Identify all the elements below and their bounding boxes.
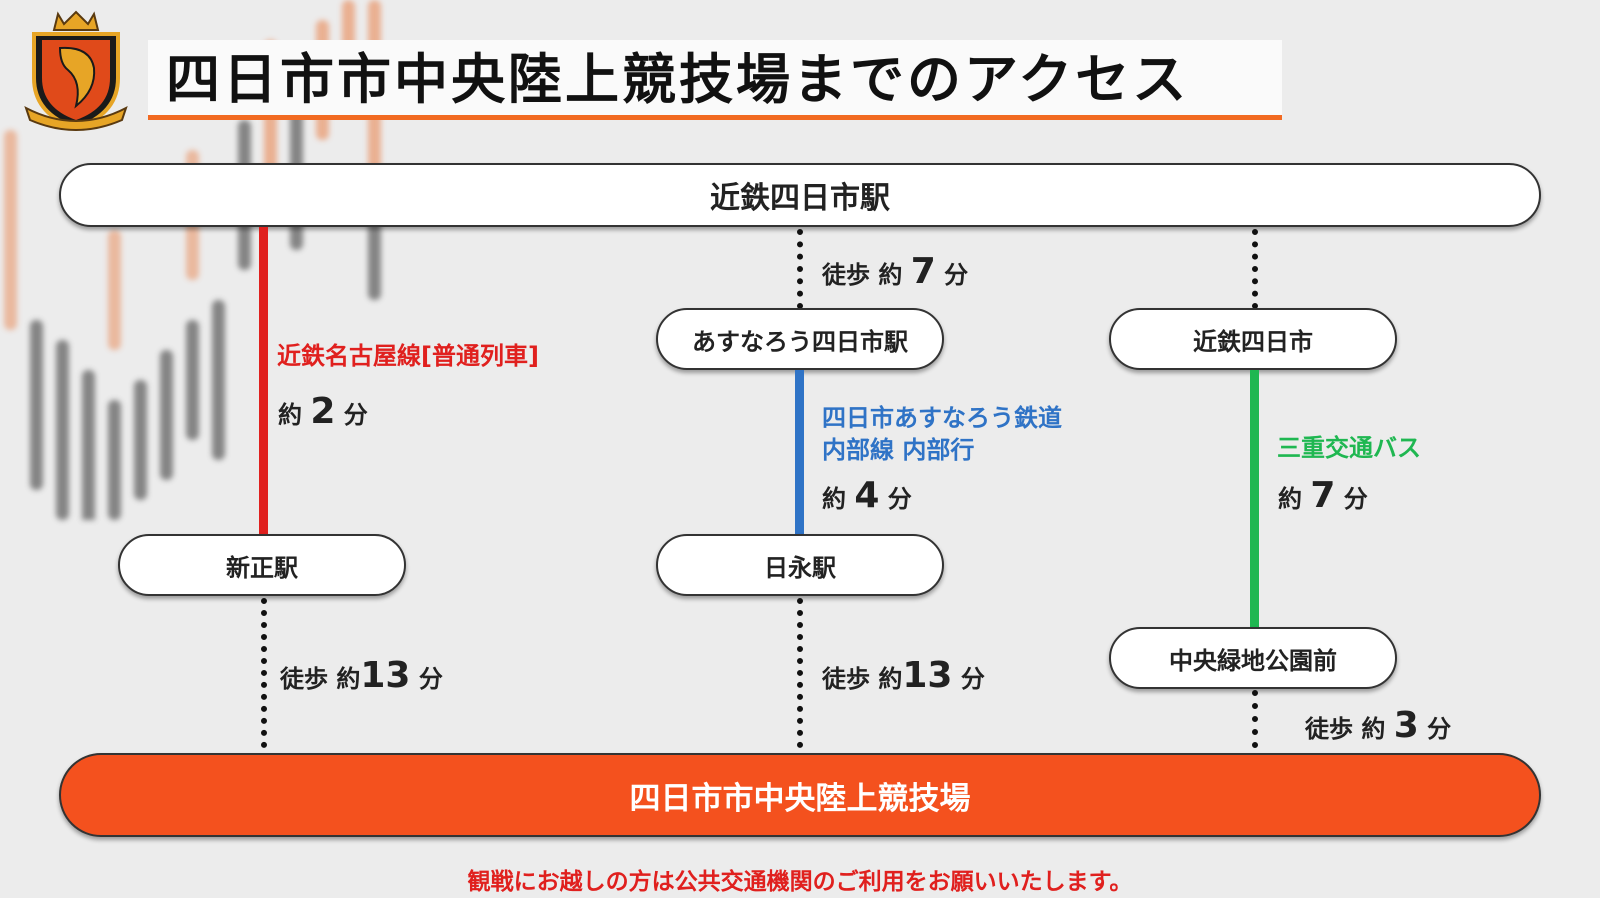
route-line-bus [1250, 370, 1259, 628]
title-banner: 四日市市中央陸上競技場までのアクセス [148, 40, 1282, 120]
walk-time-left: 徒歩 約13 分 [280, 655, 443, 696]
walk-path-right [1252, 690, 1258, 748]
route-line-asunarou [795, 370, 804, 535]
stop-shinsho-station: 新正駅 [118, 534, 406, 596]
ride-time-asunarou: 約 4 分 [822, 475, 912, 516]
destination-stadium: 四日市市中央陸上競技場 [59, 753, 1541, 837]
stop-asunarou-yokkaichi-station: あすなろう四日市駅 [656, 308, 944, 370]
walk-path-right-top [1252, 229, 1258, 309]
walk-time-right: 徒歩 約 3 分 [1305, 705, 1452, 746]
page-title: 四日市市中央陸上競技場までのアクセス [166, 48, 1190, 111]
route-line-kintetsu [259, 227, 268, 535]
route-name-asunarou-1: 四日市あすなろう鉄道 [822, 404, 1062, 432]
notice-text: 観戦にお越しの方は公共交通機関のご利用をお願いいたします。 [467, 869, 1133, 895]
walk-path-middle [797, 598, 803, 748]
stop-hinaga-station: 日永駅 [656, 534, 944, 596]
route-name-bus: 三重交通バス [1277, 434, 1421, 462]
stop-kintetsu-yokkaichi-bus: 近鉄四日市 [1109, 308, 1397, 370]
ride-time-bus: 約 7 分 [1278, 475, 1368, 516]
walk-path-middle-top [797, 229, 803, 309]
ride-time-kintetsu: 約 2 分 [278, 391, 368, 432]
stop-chuo-ryokuchi-koen-mae: 中央緑地公園前 [1109, 627, 1397, 689]
route-name-asunarou-2: 内部線 内部行 [822, 436, 975, 464]
club-emblem-logo [24, 10, 128, 131]
walk-time-middle-top: 徒歩 約 7 分 [822, 251, 969, 292]
walk-time-middle: 徒歩 約13 分 [822, 655, 985, 696]
route-name-kintetsu: 近鉄名古屋線[普通列車] [277, 342, 539, 370]
walk-path-left [261, 598, 267, 748]
origin-station: 近鉄四日市駅 [59, 163, 1541, 227]
